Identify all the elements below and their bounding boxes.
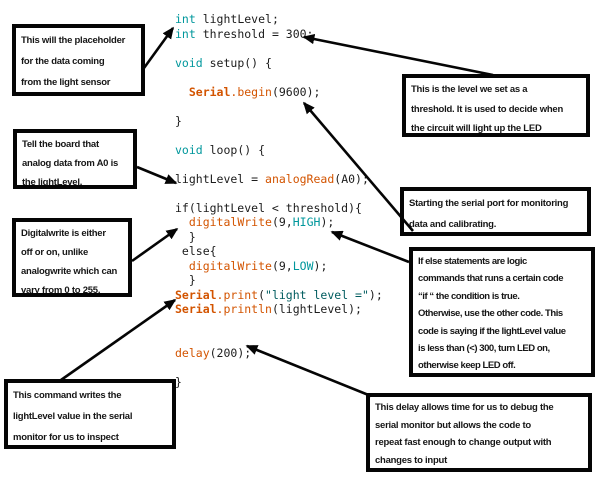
callout-line: threshold. It is used to decide when — [411, 103, 563, 115]
code-line: Serial.println(lightLevel); — [175, 302, 362, 316]
code-line: Serial.begin(9600); — [188, 84, 321, 99]
callout-line: off or on, unlike — [21, 247, 88, 258]
code-line: lightLevel = analogRead(A0); — [175, 171, 369, 186]
callout-line: This command writes the — [13, 390, 122, 401]
code-line: digitalWrite(9,HIGH); — [188, 215, 335, 229]
callout-line: for the data coming — [21, 56, 105, 67]
code-line: void loop() { — [175, 142, 266, 157]
callout-line: Starting the serial port for monitoring — [409, 198, 569, 209]
callout-text: This is the level we set as a threshold. … — [411, 80, 581, 134]
code-line: digitalWrite(9,LOW); — [188, 258, 328, 273]
callout-line: This will the placeholder — [21, 35, 126, 46]
callout-text: This command writes the lightLevel value … — [13, 385, 167, 445]
code-line: else{ — [175, 244, 217, 258]
callout-if-else: If else statements are logic commands tha… — [409, 247, 595, 377]
callout-line: Otherwise, use the other code. This — [418, 308, 563, 320]
callout-line: Digitalwrite is either — [21, 228, 106, 239]
code-line: if(lightLevel < threshold){ — [175, 200, 362, 215]
arrow-to-serial-print — [60, 298, 177, 382]
callout-line: otherwise keep LED off. — [418, 360, 516, 372]
callout-text: If else statements are logic commands tha… — [418, 253, 586, 373]
callout-line: lightLevel value in the serial — [13, 411, 133, 422]
code-line: int threshold = 300; — [175, 26, 314, 41]
code-line — [175, 99, 383, 114]
callout-line: the lightLevel. — [22, 177, 83, 188]
code-line: } — [175, 273, 196, 287]
callout-line: Tell the board that — [22, 139, 99, 150]
callout-serial-port: Starting the serial port for monitoring d… — [400, 187, 591, 236]
callout-serial-monitor: This command writes the lightLevel value … — [4, 379, 176, 449]
code-line — [175, 128, 383, 143]
callout-line: serial monitor but allows the code to — [375, 419, 531, 431]
callout-threshold: This is the level we set as a threshold. … — [402, 74, 590, 137]
callout-digitalwrite: Digitalwrite is either off or on, unlike a… — [12, 218, 132, 297]
callout-line: analog data from A0 is — [22, 158, 119, 169]
callout-line: vary from 0 to 255. — [21, 285, 101, 296]
callout-text: This delay allows time for us to debug t… — [375, 399, 583, 468]
code-line — [175, 186, 383, 201]
code-line: void setup() { — [175, 55, 272, 70]
callout-line: “if “ the condition is true. — [418, 290, 520, 302]
code-line: delay(200); — [175, 345, 252, 360]
callout-line: If else statements are logic — [418, 256, 527, 267]
callout-text: This will the placeholder for the data co… — [21, 30, 136, 92]
callout-line: changes to input — [375, 455, 447, 467]
callout-delay: This delay allows time for us to debug t… — [366, 393, 592, 472]
code-line — [175, 157, 383, 172]
callout-line: commands that runs a certain code — [418, 273, 564, 285]
code-line: Serial.print("light level ="); — [175, 287, 383, 302]
callout-line: analogwrite which can — [21, 266, 118, 277]
callout-line: monitor for us to inspect — [13, 432, 119, 443]
arduino-code-listing: int lightLevel;int threshold = 300; void … — [175, 12, 383, 389]
callout-line: This is the level we set as a — [411, 84, 528, 95]
callout-line: from the light sensor — [21, 77, 111, 88]
code-line: } — [175, 229, 196, 244]
code-line — [175, 317, 383, 332]
callout-placeholder: This will the placeholder for the data co… — [12, 24, 145, 96]
callout-line: data and calibrating. — [409, 219, 497, 230]
callout-line: is less than (<) 300, turn LED on, — [418, 343, 550, 355]
callout-analog-a0: Tell the board that analog data from A0 i… — [13, 129, 137, 189]
arrow-to-digitalwrite-high — [131, 227, 179, 263]
callout-line: repeat fast enough to change output with — [375, 437, 552, 449]
code-line: int lightLevel; — [175, 12, 279, 26]
callout-line: This delay allows time for us to debug t… — [375, 402, 554, 413]
code-line — [175, 331, 383, 346]
callout-text: Tell the board that analog data from A0 i… — [22, 135, 128, 188]
code-line: } — [175, 374, 182, 389]
callout-text: Starting the serial port for monitoring d… — [409, 193, 582, 232]
callout-text: Digitalwrite is either off or on, unlike a… — [21, 224, 123, 296]
callout-line: code is saying if the lightLevel value — [418, 325, 566, 337]
callout-line: the circuit will light up the LED — [411, 123, 542, 134]
arrow-to-lightlevel-declaration — [142, 26, 175, 69]
arrow-to-analogread — [136, 165, 178, 185]
code-line — [175, 70, 383, 85]
code-line — [175, 360, 383, 375]
code-line: } — [175, 113, 182, 128]
code-line — [175, 41, 383, 56]
